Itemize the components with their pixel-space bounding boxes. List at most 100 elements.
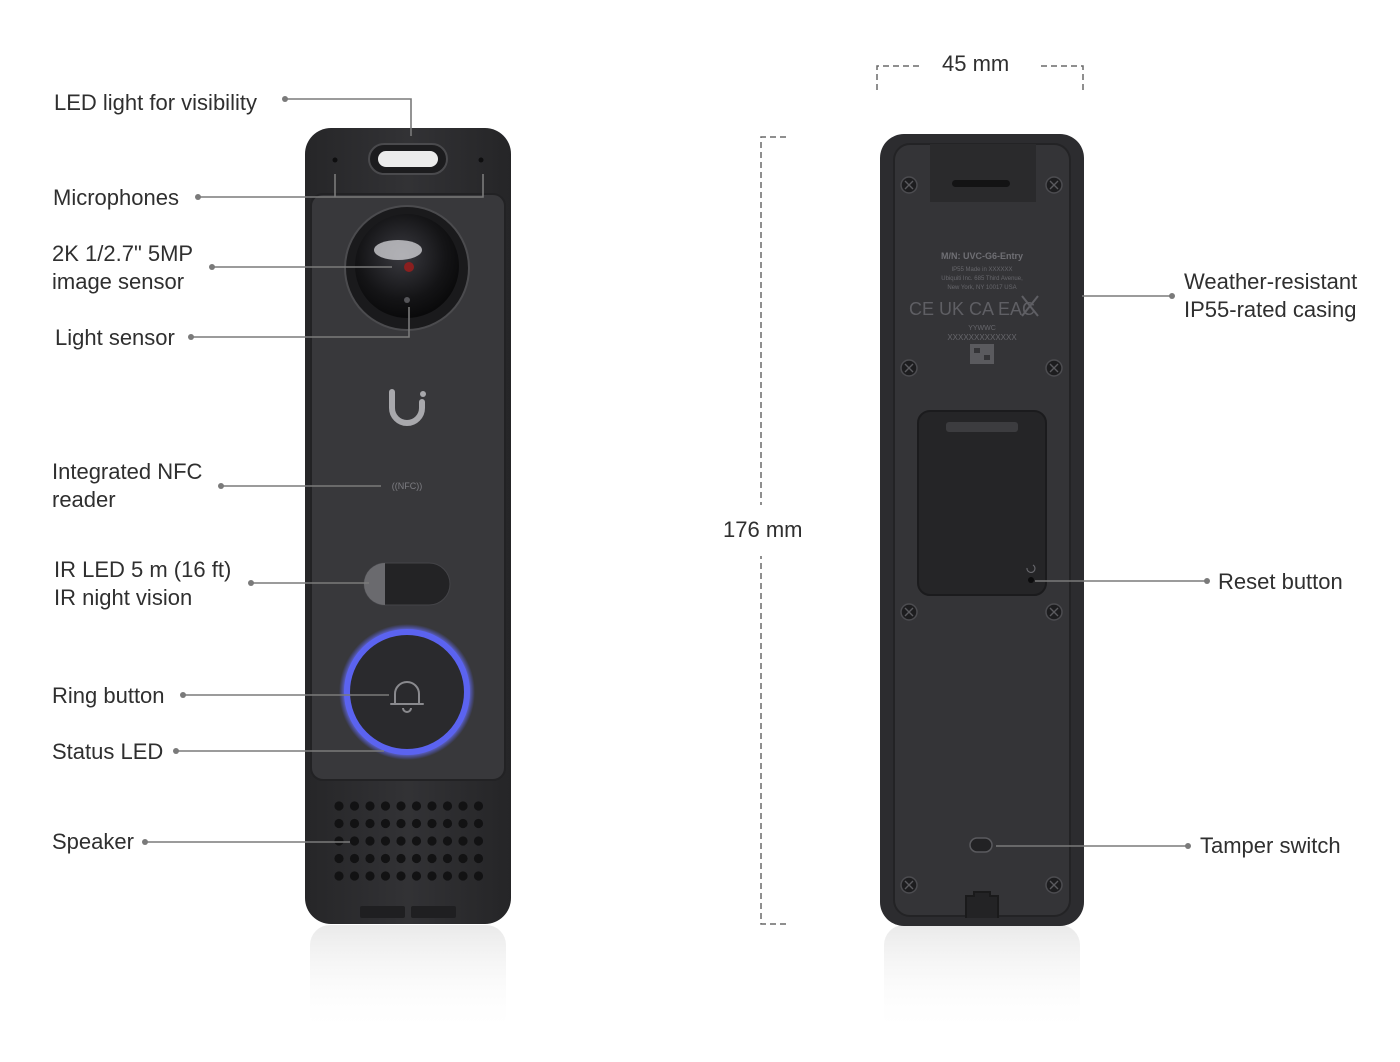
label-casing-line2: IP55-rated casing [1184, 297, 1357, 322]
speaker-hole [396, 853, 406, 864]
ir-led-emitter [364, 563, 385, 605]
dot-tamper [1185, 843, 1191, 849]
ring-button [344, 629, 470, 755]
speaker-hole [396, 871, 406, 881]
top-latch-slot [952, 180, 1010, 187]
height-bracket-top [760, 136, 786, 505]
dot-ir-led [248, 580, 254, 586]
label-nfc-reader: Integrated NFC reader [52, 458, 202, 514]
model-number: M/N: UVC-G6-Entry [941, 251, 1023, 261]
speaker-hole [334, 801, 344, 811]
screw-head [1049, 880, 1059, 890]
screw-head [1049, 607, 1059, 617]
certification-marks: CE UK CA EAC [909, 299, 1035, 319]
screw-head [904, 363, 914, 373]
speaker-hole [458, 836, 468, 846]
label-microphones: Microphones [53, 185, 179, 210]
label-reset-button: Reset button [1218, 569, 1343, 594]
speaker-hole [380, 818, 391, 829]
label-image-sensor: 2K 1/2.7" 5MP image sensor [52, 240, 193, 296]
microphone-left [332, 157, 338, 163]
label-casing: Weather-resistant IP55-rated casing [1184, 268, 1357, 324]
screw-head [1049, 180, 1059, 190]
label-status-led: Status LED [52, 739, 164, 764]
dot-image-sensor [209, 264, 215, 270]
label-light-sensor: Light sensor [55, 325, 175, 350]
dot-reset [1204, 578, 1210, 584]
wiring-recess [917, 410, 1047, 596]
label-nfc-line1: Integrated NFC [52, 459, 203, 484]
screw-head [904, 607, 914, 617]
speaker-hole [427, 836, 437, 846]
screws [900, 176, 1063, 894]
speaker-hole [349, 836, 360, 846]
qr-code-finder [974, 348, 980, 353]
label-ir-line1: IR LED 5 m (16 ft) [54, 557, 232, 582]
speaker-hole [473, 801, 484, 811]
speaker-hole [396, 801, 406, 811]
speaker-hole [411, 836, 422, 846]
height-bracket-bottom [760, 556, 786, 925]
front-device [305, 128, 511, 1035]
speaker-hole [334, 836, 344, 846]
speaker-hole [411, 801, 422, 811]
leader-lines [145, 98, 1207, 847]
speaker-hole [380, 871, 391, 881]
label-speaker: Speaker [52, 829, 134, 854]
bottom-tab-right [411, 906, 456, 918]
dot-nfc [218, 483, 224, 489]
qr-code [970, 344, 994, 364]
speaker-hole [427, 801, 437, 811]
nfc-marking: ((NFC)) [392, 481, 423, 491]
label-nfc-line2: reader [52, 487, 116, 512]
speaker-hole [473, 836, 484, 846]
leader-dots [142, 96, 1210, 849]
reset-button [1028, 577, 1034, 583]
speaker-hole [365, 871, 375, 881]
bell-icon [390, 681, 424, 713]
dimension-height: 176 mm [723, 517, 803, 542]
front-panel [310, 193, 506, 781]
speaker-hole [349, 871, 360, 881]
led-light-lens [378, 151, 438, 167]
back-reflection [884, 925, 1080, 1035]
leader-led-light [285, 98, 412, 136]
label-line-1: IP55 Made in XXXXXX [951, 267, 1012, 273]
dot-light-sensor [188, 334, 194, 340]
speaker-hole [458, 818, 468, 829]
label-led-light: LED light for visibility [54, 90, 257, 115]
speaker-hole [442, 836, 453, 846]
speaker-hole [442, 871, 453, 881]
speaker-hole [334, 818, 344, 829]
serial-number: XXXXXXXXXXXXX [947, 333, 1017, 342]
reset-icon [1026, 564, 1036, 574]
label-ir-line2: IR night vision [54, 585, 193, 610]
label-ir-led: IR LED 5 m (16 ft) IR night vision [54, 556, 231, 612]
screw-head [904, 880, 914, 890]
dot-casing [1169, 293, 1175, 299]
dimension-width: 45 mm [942, 51, 1010, 76]
label-image-sensor-line1: 2K 1/2.7" 5MP [52, 241, 194, 266]
speaker-hole [380, 853, 391, 864]
speaker-hole [473, 853, 484, 864]
speaker-hole [458, 853, 468, 864]
bottom-tab-left [360, 906, 405, 918]
label-image-sensor-line2: image sensor [52, 269, 185, 294]
screw-head [1049, 363, 1059, 373]
speaker-hole [411, 871, 422, 881]
speaker-hole [365, 818, 375, 829]
speaker-hole [380, 801, 391, 811]
label-tamper-switch: Tamper switch [1200, 833, 1341, 858]
leader-light-sensor [191, 307, 410, 338]
top-latch [930, 144, 1036, 202]
light-sensor [404, 297, 410, 303]
speaker-hole [442, 853, 453, 864]
image-sensor [404, 262, 414, 272]
screw-head [904, 180, 914, 190]
speaker-hole [396, 836, 406, 846]
brand-logo-dot [420, 391, 426, 397]
brand-logo-icon [389, 389, 425, 426]
dot-status-led [173, 748, 179, 754]
